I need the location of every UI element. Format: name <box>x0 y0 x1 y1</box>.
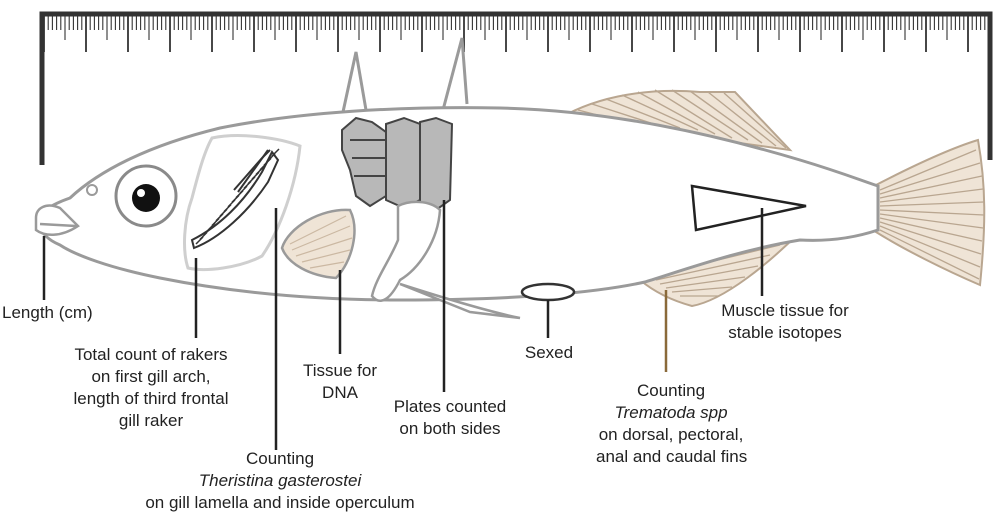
label-plates-line2: on both sides <box>380 418 520 440</box>
label-theristina-species: Theristina gasterostei <box>199 471 362 490</box>
label-length-text: Length (cm) <box>2 303 93 322</box>
label-muscle-line2: stable isotopes <box>700 322 870 344</box>
lateral-plates <box>342 118 452 210</box>
label-length: Length (cm) <box>2 302 93 324</box>
label-plates: Plates counted on both sides <box>380 396 520 440</box>
label-plates-line1: Plates counted <box>380 396 520 418</box>
label-trematoda-line1: Counting <box>596 380 746 402</box>
label-rakers: Total count of rakers on first gill arch… <box>46 344 256 432</box>
label-rakers-line1: Total count of rakers <box>46 344 256 366</box>
label-theristina-line3: on gill lamella and inside operculum <box>110 492 450 514</box>
label-theristina-line1: Counting <box>110 448 450 470</box>
label-muscle: Muscle tissue for stable isotopes <box>700 300 870 344</box>
nostril <box>87 185 97 195</box>
label-trematoda-line3: on dorsal, pectoral, <box>596 424 746 446</box>
label-trematoda: Counting Trematoda spp on dorsal, pector… <box>596 380 746 468</box>
dorsal-spines <box>343 38 467 112</box>
label-theristina: Counting Theristina gasterostei on gill … <box>110 448 450 514</box>
ruler-ticks <box>44 16 985 52</box>
label-rakers-line2: on first gill arch, <box>46 366 256 388</box>
label-rakers-line4: gill raker <box>46 410 256 432</box>
label-rakers-line3: length of third frontal <box>46 388 256 410</box>
label-sexed-text: Sexed <box>525 343 573 362</box>
label-muscle-line1: Muscle tissue for <box>700 300 870 322</box>
label-trematoda-species: Trematoda spp <box>614 403 727 422</box>
label-sexed: Sexed <box>512 342 586 364</box>
caudal-fin <box>876 140 984 285</box>
vent-oval <box>522 284 574 300</box>
eye-icon <box>116 166 176 226</box>
label-dna-line1: Tissue for <box>280 360 400 382</box>
label-trematoda-line4: anal and caudal fins <box>596 446 746 468</box>
